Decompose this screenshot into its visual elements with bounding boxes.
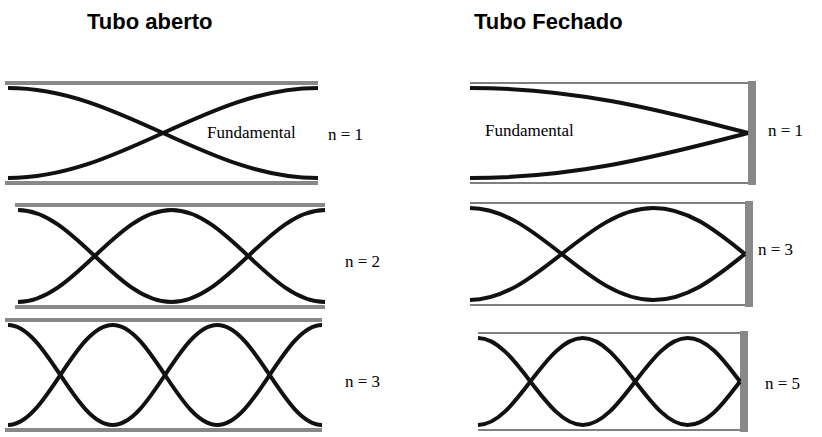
open-tube-3 <box>5 320 322 430</box>
mode-label: Fundamental <box>483 121 576 141</box>
column-heading: Tubo aberto <box>87 9 212 34</box>
closed-tube-1 <box>470 81 756 185</box>
harmonic-number: n = 1 <box>328 125 363 145</box>
mode-label: Fundamental <box>205 123 298 143</box>
closed-tube-3 <box>470 201 753 307</box>
harmonic-number: n = 2 <box>345 252 380 272</box>
harmonic-number: n = 5 <box>765 374 800 394</box>
column-heading: Tubo Fechado <box>474 9 623 34</box>
harmonic-number: n = 3 <box>345 372 380 392</box>
open-tube-1 <box>5 83 318 183</box>
open-tube-2 <box>15 205 325 307</box>
harmonic-number: n = 1 <box>768 121 803 141</box>
closed-tube-5 <box>478 331 748 432</box>
harmonic-number: n = 3 <box>758 240 793 260</box>
